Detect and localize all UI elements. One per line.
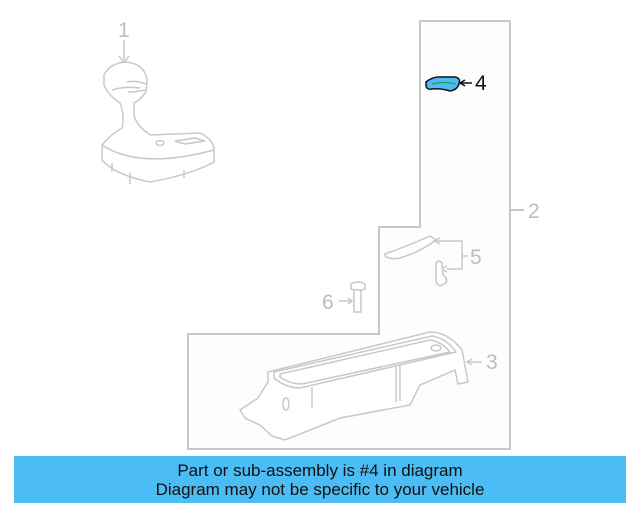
banner-line-part-number: Part or sub-assembly is #4 in diagram (177, 461, 463, 480)
storage-tray-illustration (238, 331, 482, 441)
pin-illustration (339, 281, 366, 313)
callout-5: 5 (470, 246, 482, 269)
callout-2: 2 (528, 200, 540, 223)
banner-line-disclaimer: Diagram may not be specific to your vehi… (155, 480, 485, 499)
callout-1: 1 (118, 19, 130, 42)
trim-strip-screw-illustration (384, 235, 468, 287)
callout-4[interactable]: 4 (475, 72, 487, 95)
shift-console-illustration (101, 40, 215, 184)
trim-clip-highlight (425, 76, 472, 92)
callout-6: 6 (322, 291, 334, 314)
callout-3: 3 (486, 351, 498, 374)
info-banner: Part or sub-assembly is #4 in diagram Di… (14, 456, 626, 503)
